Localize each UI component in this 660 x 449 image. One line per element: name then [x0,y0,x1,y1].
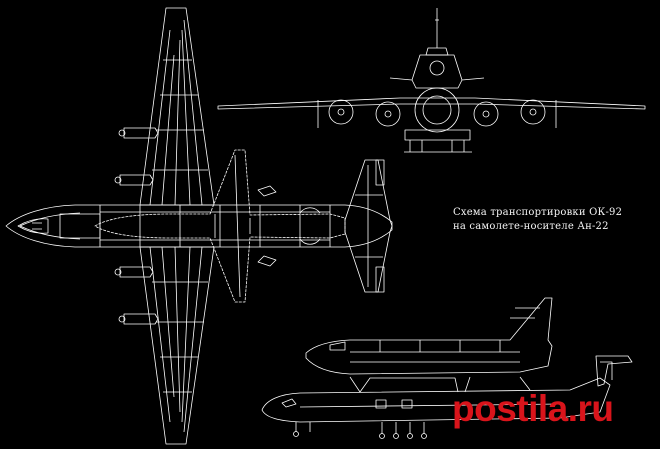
carrier-wing-upper [139,7,215,206]
orbiter-front [411,54,463,89]
caption-line-1: Схема транспортировки ОК-92 [453,207,623,218]
orbiter-side [305,297,553,375]
carrier-fuselage-top [5,204,393,248]
carrier-fuselage-side [261,377,611,423]
carrier-tail-top [344,159,393,293]
carrier-wing-front [217,97,646,110]
carrier-fuselage-front [414,87,460,133]
top-view [5,7,393,445]
propeller-discs [328,99,546,127]
engine-nacelles-upper [114,127,159,186]
front-view [217,8,646,153]
carrier-wing-lower [139,246,215,445]
side-view [261,297,633,439]
watermark-logo[interactable]: postila.ru [452,388,614,429]
engine-nacelles-lower [114,266,159,325]
caption-line-2: на самолете-носителе Ан-22 [453,221,609,232]
carrier-tail-side [595,355,633,387]
